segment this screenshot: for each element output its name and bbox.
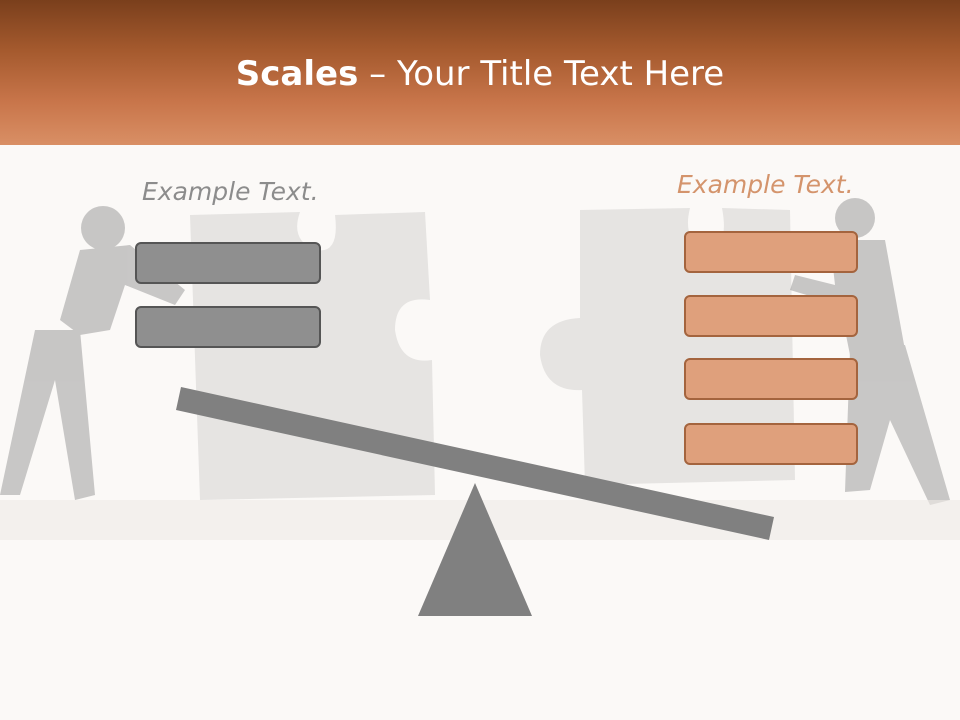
title-bold: Scales bbox=[235, 54, 359, 94]
slide-title: Scales – Your Title Text Here bbox=[0, 52, 960, 96]
right-text-box-2[interactable] bbox=[684, 295, 858, 337]
person-left-legs bbox=[0, 330, 95, 500]
right-text-box-4[interactable] bbox=[684, 423, 858, 465]
title-rest: – Your Title Text Here bbox=[358, 54, 725, 94]
person-left-head bbox=[81, 206, 125, 250]
title-bar bbox=[0, 0, 960, 145]
right-text-box-1[interactable] bbox=[684, 231, 858, 273]
left-text-box-1[interactable] bbox=[135, 242, 321, 284]
person-right-head bbox=[835, 198, 875, 238]
person-right-legs bbox=[845, 345, 950, 505]
right-example-label: Example Text. bbox=[677, 170, 854, 199]
right-text-box-3[interactable] bbox=[684, 358, 858, 400]
left-text-box-2[interactable] bbox=[135, 306, 321, 348]
floor-reflection bbox=[0, 500, 960, 540]
left-example-label: Example Text. bbox=[142, 177, 319, 206]
